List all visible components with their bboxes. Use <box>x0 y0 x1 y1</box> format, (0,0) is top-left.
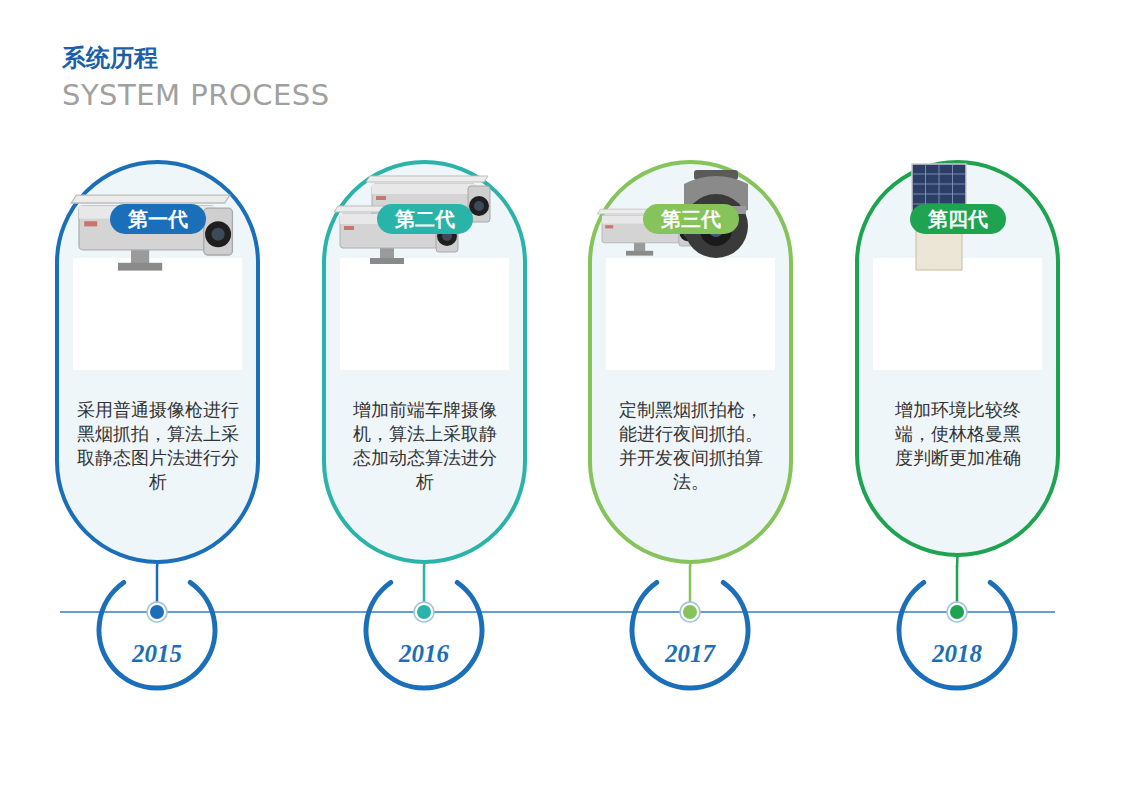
year-ring-outline <box>626 566 754 694</box>
year-label: 2018 <box>893 640 1021 668</box>
device-illustration <box>597 170 748 258</box>
timeline-axis <box>60 611 1055 613</box>
generation-description: 采用普通摄像枪进行黑烟抓拍，算法上采取静态图片法进行分析 <box>74 398 242 494</box>
generation-capsule: 第一代采用普通摄像枪进行黑烟抓拍，算法上采取静态图片法进行分析 <box>55 160 260 564</box>
device-illustration <box>334 176 490 264</box>
generation-badge: 第一代 <box>110 204 206 234</box>
generation-badge: 第三代 <box>643 204 739 234</box>
year-ring: 2015 <box>93 566 221 694</box>
year-ring-outline <box>360 566 488 694</box>
generation-capsule: 第三代定制黑烟抓拍枪，能进行夜间抓拍。并开发夜间抓拍算法。 <box>588 160 793 564</box>
generation-description: 增加环境比较终端，使林格曼黑度判断更加准确 <box>891 398 1025 470</box>
generation-description: 增加前端车牌摄像机，算法上采取静态加动态算法进分析 <box>349 398 501 494</box>
year-ring-outline <box>893 566 1021 694</box>
year-label: 2016 <box>360 640 488 668</box>
generation-capsule: 第四代增加环境比较终端，使林格曼黑度判断更加准确 <box>855 160 1060 557</box>
generation-badge: 第二代 <box>377 204 473 234</box>
year-ring-outline <box>93 566 221 694</box>
page-title: 系统历程 <box>62 42 158 74</box>
generation-capsule: 第二代增加前端车牌摄像机，算法上采取静态加动态算法进分析 <box>322 160 527 564</box>
device-illustration <box>71 195 232 270</box>
year-ring: 2016 <box>360 566 488 694</box>
page-subtitle: SYSTEM PROCESS <box>62 78 330 112</box>
year-ring: 2017 <box>626 566 754 694</box>
year-ring: 2018 <box>893 566 1021 694</box>
year-label: 2017 <box>626 640 754 668</box>
generation-badge: 第四代 <box>910 204 1006 234</box>
year-label: 2015 <box>93 640 221 668</box>
generation-description: 定制黑烟抓拍枪，能进行夜间抓拍。并开发夜间抓拍算法。 <box>615 398 767 494</box>
